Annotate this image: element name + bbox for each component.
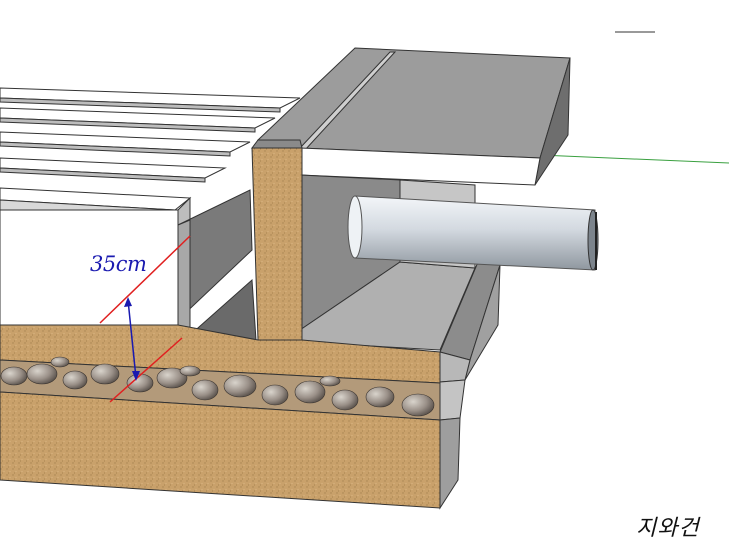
stem-cap-shadow	[251, 139, 303, 149]
base-side-face	[439, 417, 461, 510]
drain-pipe	[347, 195, 599, 271]
concrete-block-right	[256, 47, 571, 201]
arrow-head-top	[124, 297, 132, 307]
dimension-line-top	[99, 235, 191, 324]
gravel-stones	[0, 356, 435, 417]
signature: 지와건	[636, 516, 700, 541]
arrow-head-bottom	[132, 371, 140, 381]
dimension-label: 35cm	[90, 252, 147, 276]
inner-wall-left	[177, 189, 257, 346]
axis-line	[539, 154, 729, 164]
dimension-indicator	[99, 235, 191, 403]
dimension-arrow	[127, 299, 137, 379]
dimension-line-bottom	[109, 337, 183, 403]
sand-stem	[251, 147, 303, 341]
